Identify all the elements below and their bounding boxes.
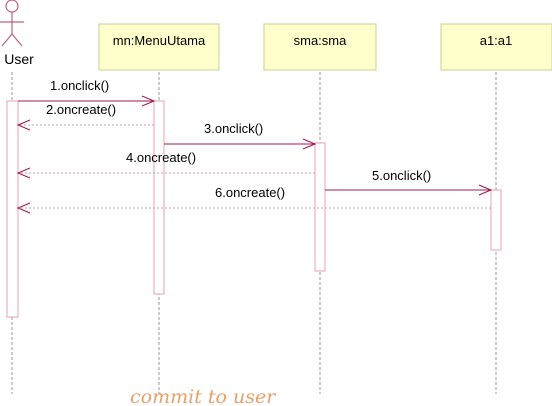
lifeline-label-a1: a1:a1	[480, 33, 513, 48]
message-1-call: 1.onclick()	[18, 78, 156, 107]
activation-bar-sma	[314, 142, 326, 272]
footer-watermark: commit to user	[130, 386, 277, 406]
activation-bars	[6, 100, 502, 318]
message-label-1: 1.onclick()	[50, 78, 109, 93]
actor-stick-figure-icon	[0, 0, 24, 47]
actor-label: User	[4, 51, 34, 67]
message-label-4: 4.oncreate()	[126, 150, 196, 165]
activation-bar-a1	[490, 189, 502, 251]
lifeline-head-a1: a1:a1	[440, 23, 552, 71]
message-2-return: 2.oncreate()	[16, 102, 154, 131]
lifeline-label-menuutama: mn:MenuUtama	[113, 33, 206, 48]
lifeline-label-sma: sma:sma	[294, 33, 348, 48]
actor-user: User	[0, 0, 34, 67]
activation-bar-menuutama	[153, 100, 165, 295]
message-label-6: 6.oncreate()	[215, 185, 285, 200]
activation-bar-user	[6, 100, 19, 318]
message-label-3: 3.onclick()	[204, 121, 263, 136]
lifeline-head-menuutama: mn:MenuUtama	[98, 23, 220, 71]
message-4-return: 4.oncreate()	[16, 150, 315, 179]
lifeline-head-sma: sma:sma	[263, 23, 377, 71]
message-5-call: 5.onclick()	[325, 168, 493, 196]
message-label-2: 2.oncreate()	[46, 102, 116, 117]
message-3-call: 3.onclick()	[164, 121, 317, 150]
message-6-return: 6.oncreate()	[16, 185, 491, 214]
message-label-5: 5.onclick()	[372, 168, 431, 183]
